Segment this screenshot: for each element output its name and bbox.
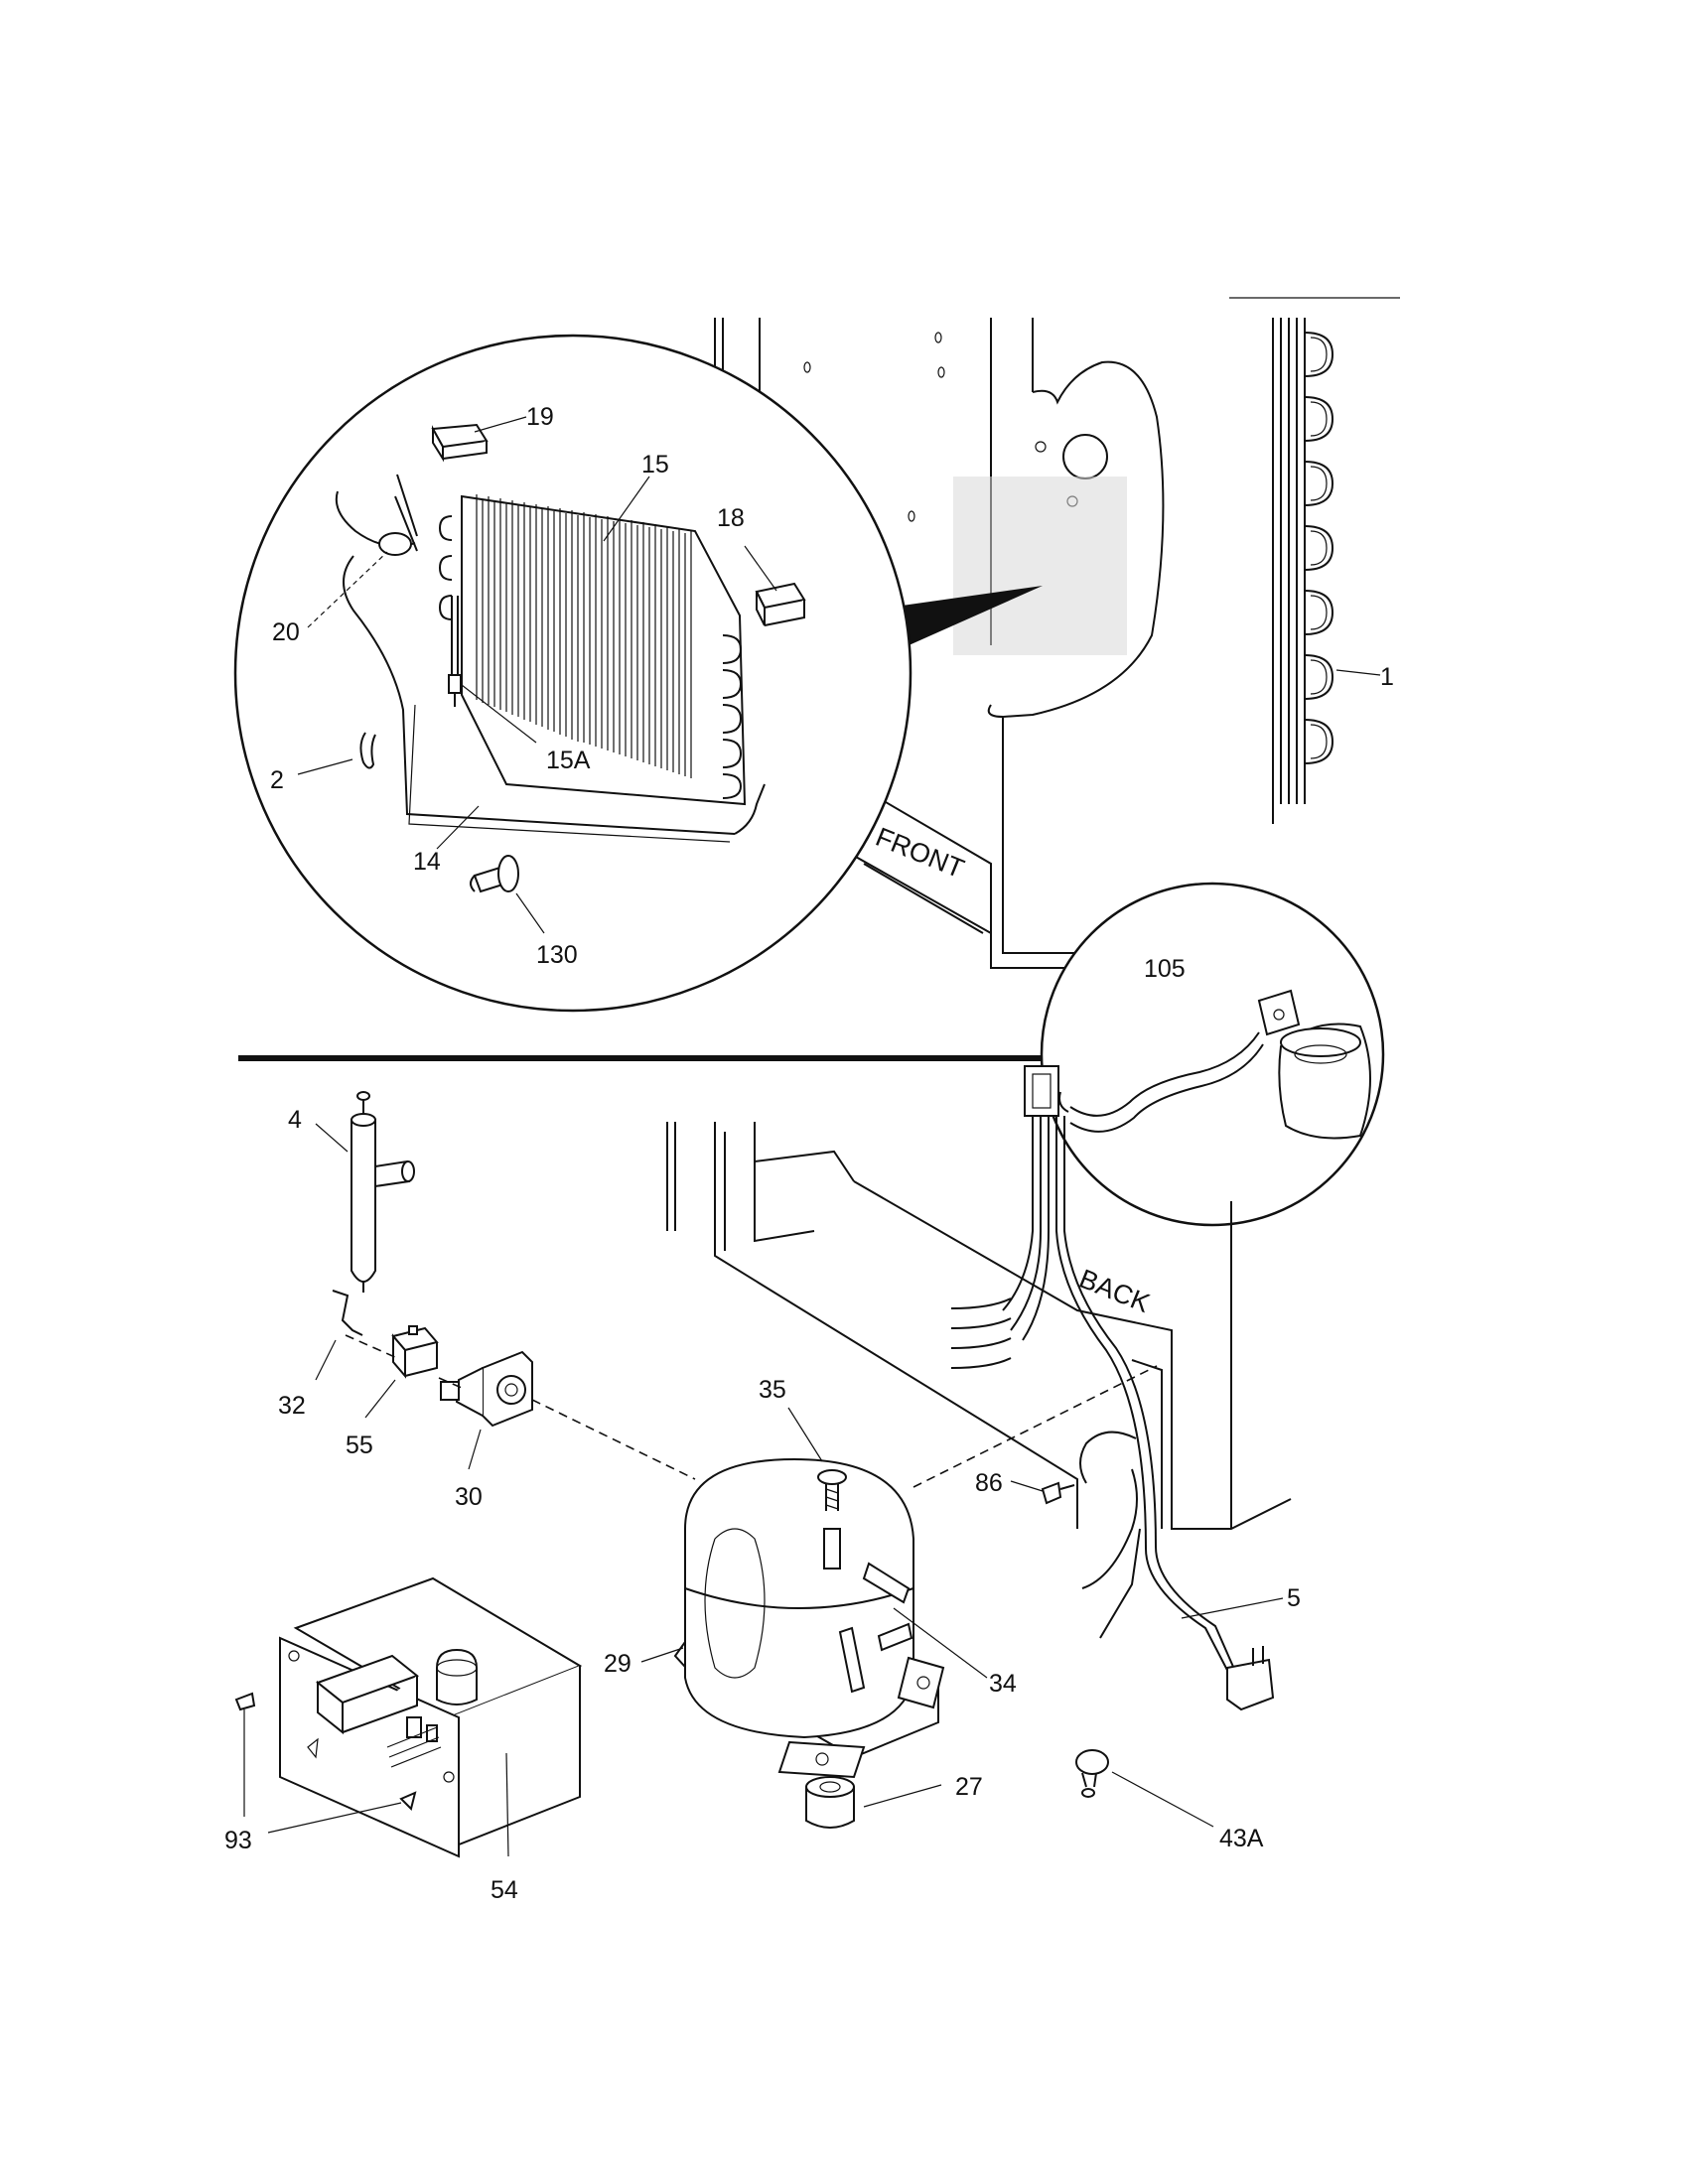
drain-tube	[408, 704, 731, 843]
callout-105: 105	[1144, 955, 1186, 983]
evaporator-detail-circle	[233, 334, 912, 1013]
callout-15a: 15A	[546, 747, 591, 774]
callout-35: 35	[759, 1376, 786, 1404]
cord-clamp	[1075, 1749, 1214, 1828]
insulation-block-19	[431, 423, 489, 463]
callout-4: 4	[288, 1106, 302, 1134]
callout-86: 86	[975, 1469, 1003, 1497]
callout-20: 20	[272, 618, 300, 646]
relay	[364, 1325, 439, 1419]
callout-30: 30	[455, 1483, 483, 1511]
bracket-32	[332, 1290, 363, 1336]
power-cord	[950, 1065, 1284, 1711]
callout-15: 15	[641, 451, 669, 478]
drain-trap	[470, 855, 519, 893]
callout-5: 5	[1287, 1584, 1301, 1612]
evaporator	[438, 494, 747, 806]
callout-1: 1	[1380, 663, 1394, 691]
clip-2	[359, 732, 376, 769]
ground-screw	[1010, 1431, 1137, 1505]
mounting-bolt	[787, 1407, 847, 1511]
callout-34: 34	[989, 1670, 1017, 1698]
drain-pan-heater	[1058, 989, 1371, 1140]
callout-54: 54	[491, 1876, 518, 1904]
leader-lines	[640, 1607, 988, 1679]
callout-29: 29	[604, 1650, 632, 1678]
callout-130: 130	[536, 941, 578, 969]
callout-labels: 19 15 18 20 15A 2 14 130 1 105 4 32 55 3…	[224, 403, 1394, 1904]
condenser-coil	[1280, 318, 1381, 804]
drier	[315, 1091, 415, 1293]
assembly-line-left	[345, 1334, 696, 1480]
compressor	[673, 1457, 945, 1779]
callout-55: 55	[346, 1432, 373, 1459]
drain-pan-detail-circle	[1040, 882, 1385, 1227]
overload-protector	[440, 1350, 533, 1470]
insulation-block-18	[755, 582, 806, 626]
callout-27: 27	[955, 1773, 983, 1801]
back-label: BACK	[1075, 1264, 1154, 1318]
callout-19: 19	[526, 403, 554, 431]
callout-14: 14	[413, 848, 441, 876]
electronic-control-box	[234, 1576, 583, 1858]
callout-32: 32	[278, 1392, 306, 1420]
defrost-heater	[448, 596, 462, 707]
callout-2: 2	[270, 766, 284, 794]
thermostat-wiring	[335, 474, 766, 835]
callout-18: 18	[717, 504, 745, 532]
callout-43a: 43A	[1219, 1825, 1264, 1852]
assembly-line-right	[912, 1365, 1158, 1488]
rubber-grommet	[805, 1776, 942, 1829]
callout-93: 93	[224, 1827, 252, 1854]
